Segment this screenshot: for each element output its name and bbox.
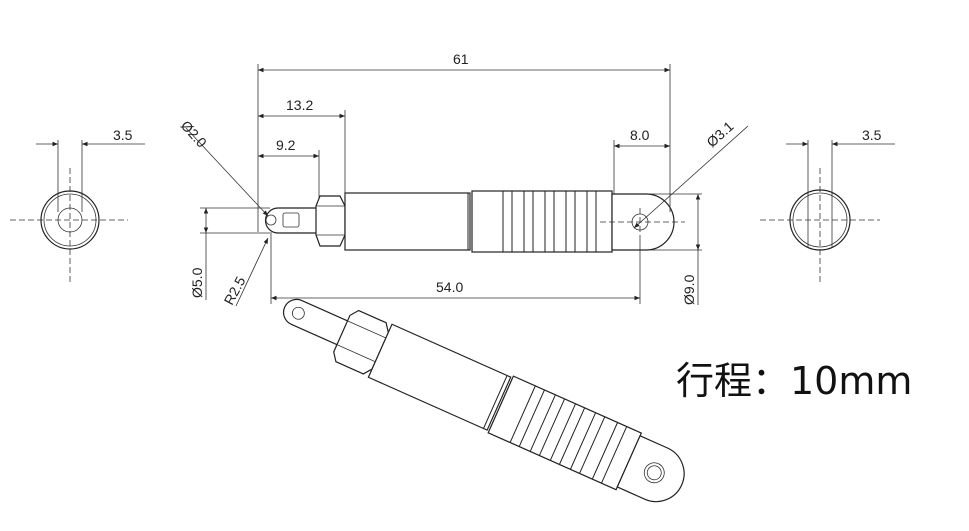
stroke-label: 行程：10mm <box>676 359 913 403</box>
isometric-view <box>282 298 685 503</box>
length-8-0-label: 8.0 <box>630 127 650 143</box>
right-end-view: 3.5 <box>760 127 895 282</box>
height-right-label: Ø9.0 <box>681 274 697 305</box>
left-end-width-label: 3.5 <box>113 127 133 143</box>
hole-right-diameter-label: Ø3.1 <box>703 118 736 150</box>
height-left-label: Ø5.0 <box>189 267 205 298</box>
radius-label: R2.5 <box>221 274 249 308</box>
side-view: 61 13.2 9.2 8.0 Ø3.1 Ø2.0 R2.5 Ø5.0 54.0 <box>178 51 749 308</box>
right-end-width-label: 3.5 <box>862 127 882 143</box>
hole-left-diameter-label: Ø2.0 <box>178 117 210 150</box>
overall-length-label: 61 <box>453 51 469 67</box>
length-9-2-label: 9.2 <box>276 137 296 153</box>
length-13-2-label: 13.2 <box>286 97 313 113</box>
left-end-view: 3.5 <box>10 127 145 282</box>
length-54-0-label: 54.0 <box>436 279 463 295</box>
